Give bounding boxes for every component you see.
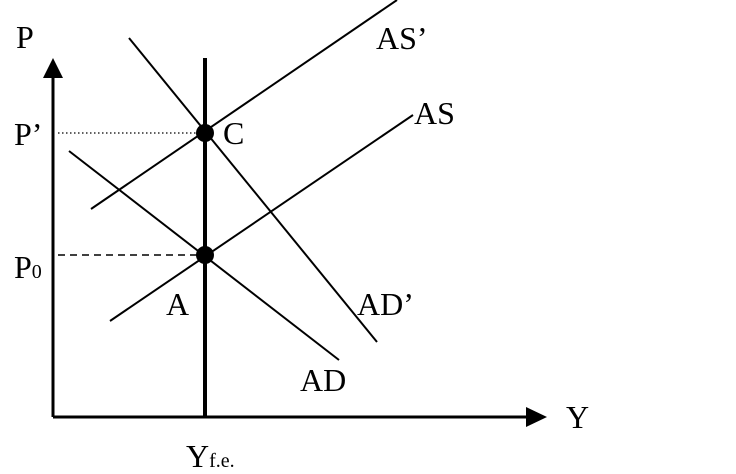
yfe-label: Yf.e. xyxy=(186,438,235,474)
x-axis-label: Y xyxy=(566,399,589,435)
as-label: AS xyxy=(414,95,455,131)
yfe-main: Y xyxy=(186,438,209,474)
point-a-label: A xyxy=(166,286,189,322)
yfe-subscript: f.e. xyxy=(209,450,235,472)
as-prime-curve xyxy=(90,0,398,210)
y-axis-label: P xyxy=(16,19,34,55)
p0-label: P0 xyxy=(14,249,42,285)
x-axis-arrowhead xyxy=(526,407,547,427)
p-prime-label: P’ xyxy=(14,116,42,152)
ad-prime-label: AD’ xyxy=(357,286,414,322)
as-curve xyxy=(109,114,414,322)
p0-subscript: 0 xyxy=(32,261,42,283)
ad-label: AD xyxy=(300,362,346,398)
point-a-dot xyxy=(196,246,214,264)
y-axis-arrowhead xyxy=(43,58,63,78)
point-c-label: C xyxy=(223,115,244,151)
as-prime-label: AS’ xyxy=(376,20,428,56)
ad-prime-curve xyxy=(128,37,378,343)
point-c-dot xyxy=(196,124,214,142)
p0-main: P xyxy=(14,249,32,285)
